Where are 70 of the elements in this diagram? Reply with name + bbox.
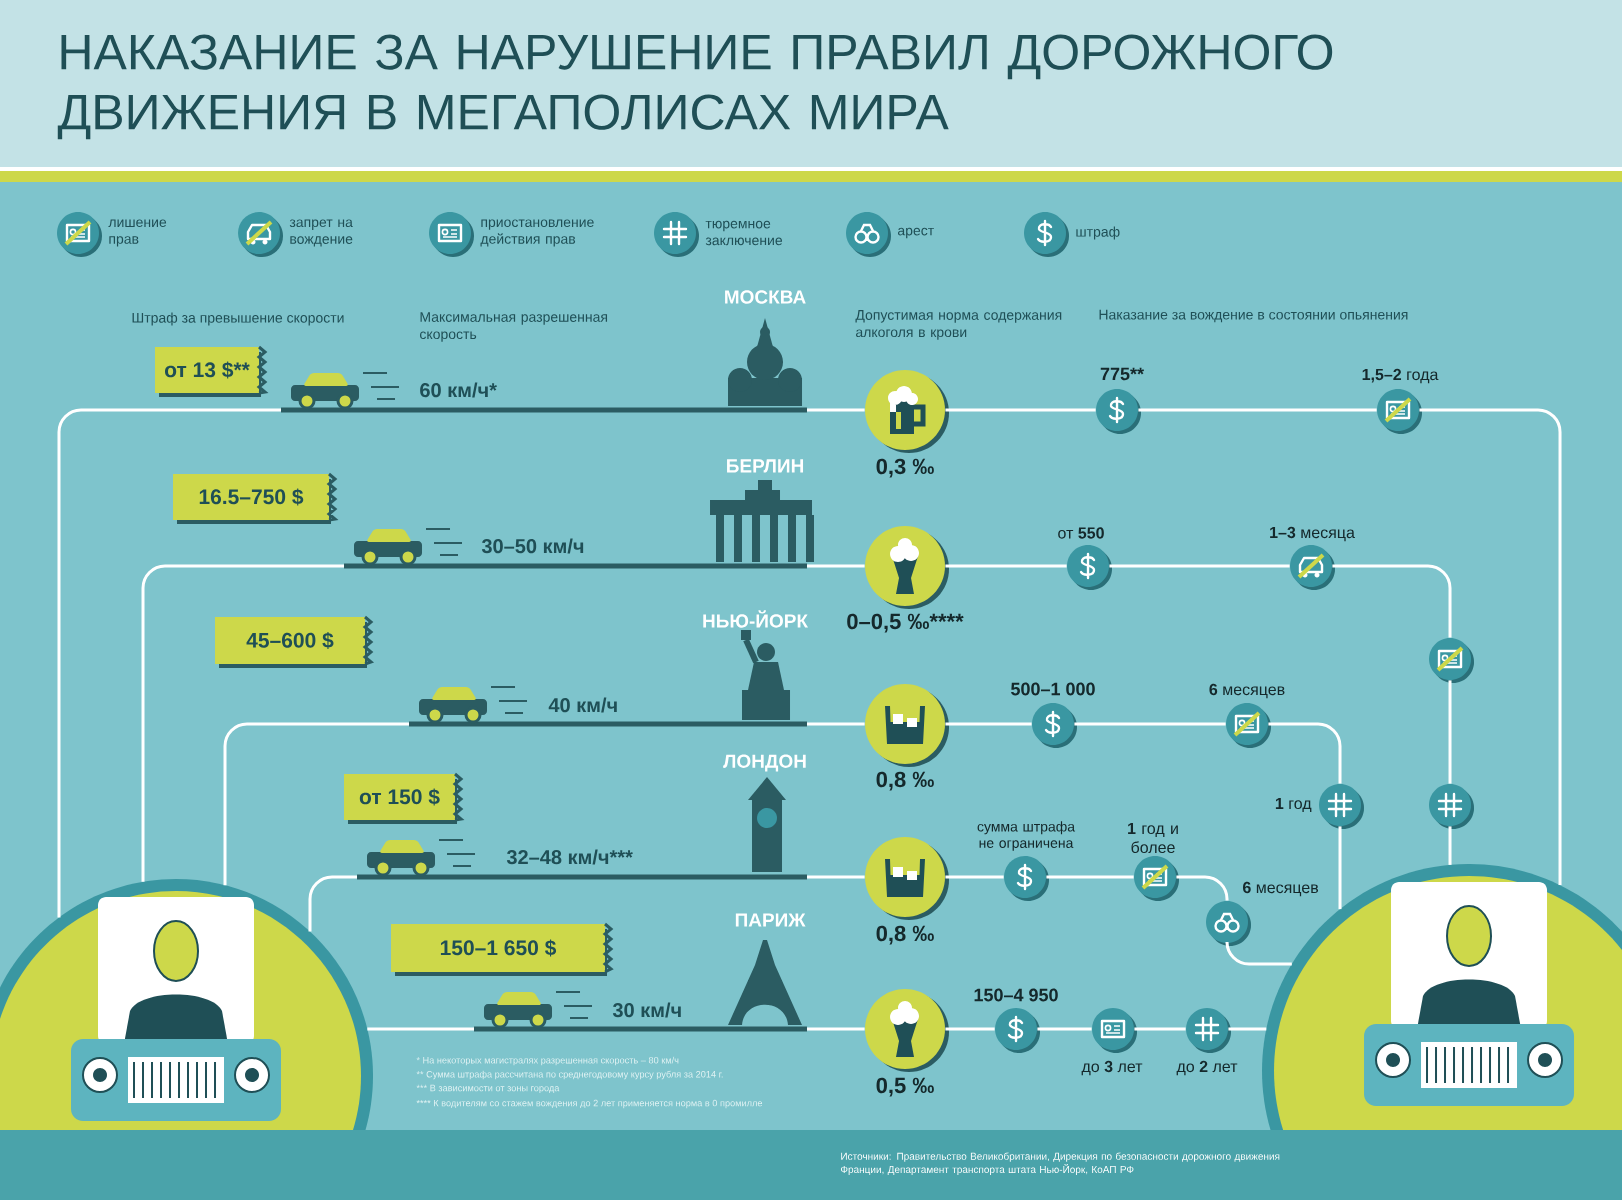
track-line (1037, 1027, 1092, 1031)
track-line (1448, 680, 1452, 784)
city-name: ЛОНДОН (723, 754, 806, 772)
legend-text: арест (898, 227, 934, 239)
speed-limit: 30 км/ч (612, 1002, 681, 1018)
price-tag: 150–1 650 $ (391, 922, 614, 976)
speed-limit: 60 км/ч* (420, 382, 497, 398)
value-label: 6 месяцев (1243, 881, 1319, 897)
value-label: до 3 лет (1081, 1060, 1143, 1076)
value-label: 0,8 ‰ (876, 771, 934, 791)
value-label: 1 год (1275, 797, 1312, 813)
legend-text: лишение прав (108, 219, 167, 247)
track-line (1419, 408, 1562, 886)
track-line (1338, 826, 1342, 910)
city-name: НЬЮ-ЙОРК (703, 610, 809, 628)
track-line (1138, 408, 1377, 412)
price-tag: от 150 $ (344, 772, 465, 824)
track-line (1332, 564, 1452, 638)
value-label: 150–4 950 (974, 988, 1058, 1002)
track-line (1228, 1027, 1267, 1031)
legend-text: приостановление действия прав (480, 219, 594, 247)
value-label: 1,5–2 года (1362, 368, 1439, 384)
city-name: МОСКВА (725, 290, 806, 304)
price-tag: 16.5–750 $ (173, 472, 339, 524)
jail-bars-icon (1429, 784, 1474, 829)
footnote: **** К водителям со стажем вождения до 2 лет применяется норма в 0 промилле (416, 1099, 763, 1109)
track-line (1448, 826, 1452, 865)
track-line (945, 408, 1096, 412)
driver-drawing (0, 879, 373, 1130)
value-label: 0,8 ‰ (876, 925, 934, 945)
column-heading: Наказание за вождение в состоянии опьянения (1099, 309, 1408, 323)
track-line (1046, 875, 1134, 879)
legend-text: тюремное заключение (705, 220, 783, 246)
track-line (945, 722, 1032, 726)
track-line (1268, 722, 1342, 784)
footnote: *** В зависимости от зоны города (416, 1084, 560, 1094)
speed-limit: 30–50 км/ч (481, 538, 584, 554)
value-label: от 550 (1058, 527, 1104, 539)
track-line (1074, 722, 1226, 726)
column-heading: Штраф за превышение скорости (132, 312, 344, 326)
legend-text: запрет на вождение (289, 219, 353, 247)
value-label: 500–1 000 (1011, 682, 1095, 696)
value-label: 0–0,5 ‰**** (847, 613, 964, 633)
value-label: 6 месяцев (1209, 683, 1285, 699)
price-tag: от 13 $** (155, 345, 269, 397)
value-label: 1–3 месяца (1270, 526, 1355, 542)
value-label: 775** (1100, 367, 1144, 381)
price-tag: 45–600 $ (215, 615, 375, 668)
track-line (1134, 1027, 1186, 1031)
license-ban-icon (1429, 638, 1474, 683)
speed-limit: 32–48 км/ч*** (506, 849, 633, 865)
title: НАКАЗАНИЕ ЗА НАРУШЕНИЕ ПРАВИЛ ДОРОЖНОГО ДВИЖЕНИЯ В МЕГАПОЛИСАХ МИРА (57, 34, 1333, 140)
track-line (945, 1027, 995, 1031)
track-line (945, 875, 1004, 879)
track-line (1109, 564, 1290, 568)
column-heading: Допустимая норма содержания алкоголя в крови (855, 310, 1062, 340)
footnote: ** Сумма штрафа рассчитана по среднегодовому курсу рубля за 2014 г. (416, 1070, 723, 1080)
speed-limit: 40 км/ч (548, 697, 617, 713)
value-label: 1 год и более (1128, 822, 1178, 854)
track-line (1225, 940, 1292, 966)
value-label: 0,3 ‰ (876, 458, 934, 478)
value-label: до 2 лет (1176, 1060, 1238, 1076)
value-label: 0,5 ‰ (876, 1077, 934, 1097)
source-note: Источники: Правительство Великобритании, Дирекция по безопасности дорожного движения Франции, Департамент транспорта штата Нью-Йорк, КоАП РФ (841, 1152, 1280, 1175)
value-label: сумма штрафа не ограничена (977, 821, 1076, 851)
column-heading: Максимальная разрешенная скорость (420, 312, 608, 342)
city-name: БЕРЛИН (727, 459, 804, 473)
track-line (945, 564, 1067, 568)
legend-text: штраф (1076, 226, 1120, 240)
footnote: * На некоторых магистралях разрешенная скорость – 80 км/ч (416, 1056, 679, 1066)
